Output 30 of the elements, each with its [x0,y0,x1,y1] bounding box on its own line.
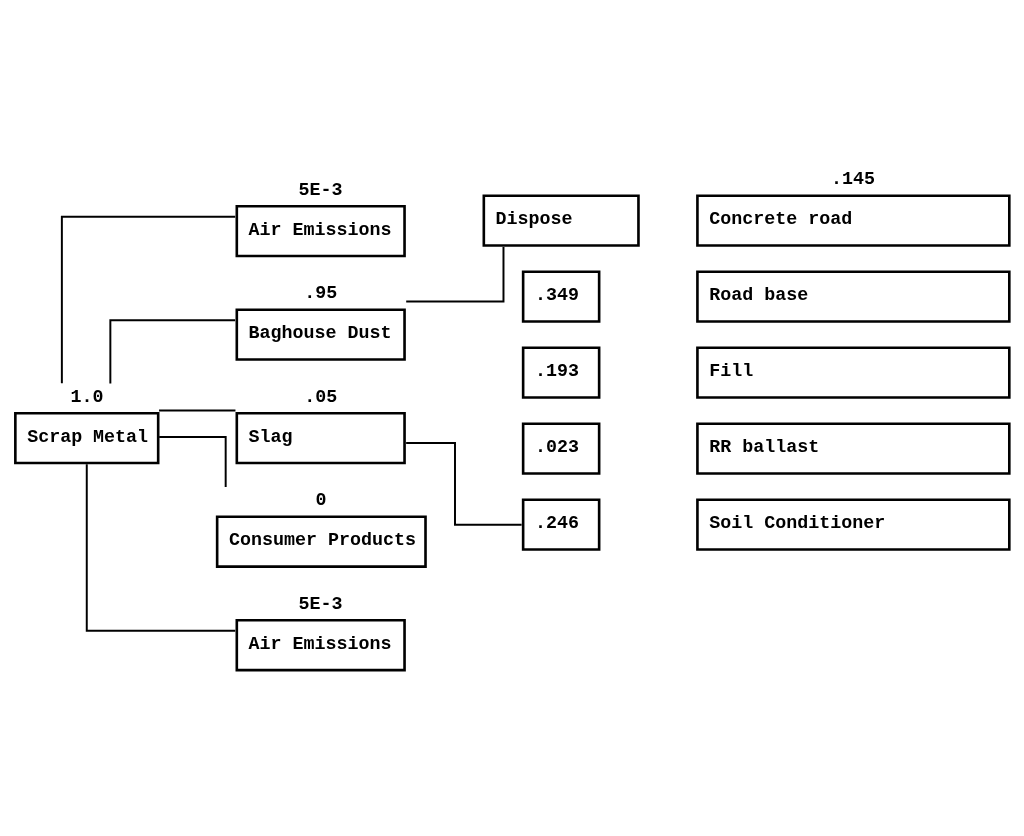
node-box: Fill [696,345,1011,399]
node-label: 5E-3 [298,593,343,615]
connector [158,408,237,411]
node-box: Air Emissions [235,618,406,671]
connector [405,441,523,526]
connector [405,245,505,303]
node-label: 5E-3 [298,179,343,201]
connector [85,462,237,632]
node-label: 1.0 [70,386,104,408]
connector [60,215,237,384]
node-box: RR ballast [696,421,1011,475]
node-box: Road base [696,269,1011,323]
node-box: Air Emissions [235,204,406,257]
node-box: .246 [521,497,601,551]
node-label: .145 [831,168,876,190]
node-box: Scrap Metal [14,411,160,464]
node-box: .349 [521,269,601,323]
node-box: Dispose [482,193,640,247]
node-box: .193 [521,345,601,399]
node-label: .95 [304,282,338,304]
connector [109,318,237,384]
node-box: Concrete road [696,193,1011,247]
node-box: Slag [235,411,406,464]
node-box: Consumer Products [215,514,427,568]
node-box: Soil Conditioner [696,497,1011,551]
node-box: Baghouse Dust [235,307,406,361]
node-label: .05 [304,386,338,408]
connector [158,435,227,488]
node-box: .023 [521,421,601,475]
node-label: 0 [315,489,327,511]
